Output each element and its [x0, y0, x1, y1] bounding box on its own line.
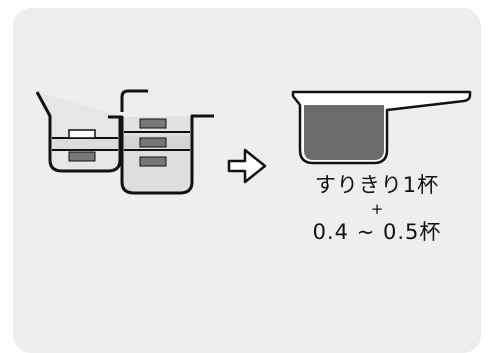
dosage-extra-text: 0.4 ~ 0.5杯	[312, 220, 442, 244]
right-arrow-icon	[227, 148, 267, 184]
measuring-scoop	[291, 90, 472, 165]
dosage-amount-text: すりきり1杯	[314, 173, 440, 197]
measuring-diagram	[35, 89, 472, 195]
dosage-caption: すりきり1杯 + 0.4 ~ 0.5杯	[292, 172, 462, 245]
front-measuring-container	[108, 89, 214, 195]
back-measuring-container	[35, 91, 122, 173]
dosage-plus-sign: +	[370, 200, 384, 218]
